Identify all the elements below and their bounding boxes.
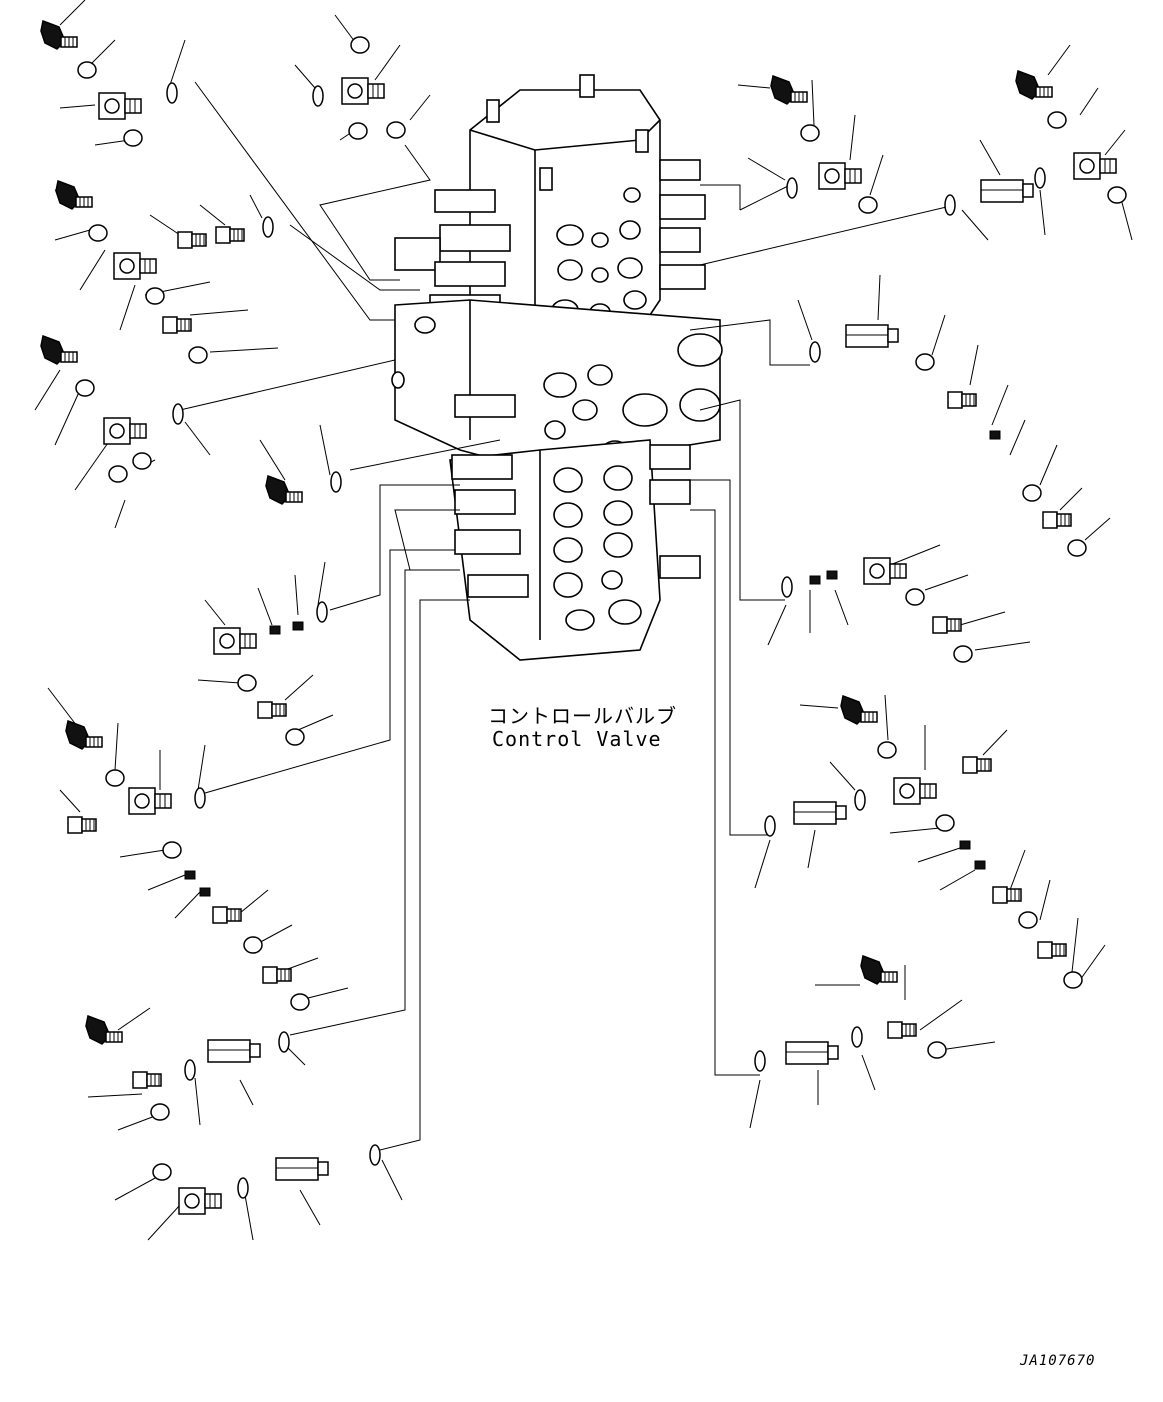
callout-lines xyxy=(34,0,1133,1241)
drawing-number: JA107670 xyxy=(1020,1353,1096,1369)
leader-lines xyxy=(179,81,956,1151)
diagram-title-english: Control Valve xyxy=(492,727,662,751)
control-valve-body xyxy=(391,74,723,661)
diagram-title-japanese: コントロールバルブ xyxy=(488,704,677,728)
